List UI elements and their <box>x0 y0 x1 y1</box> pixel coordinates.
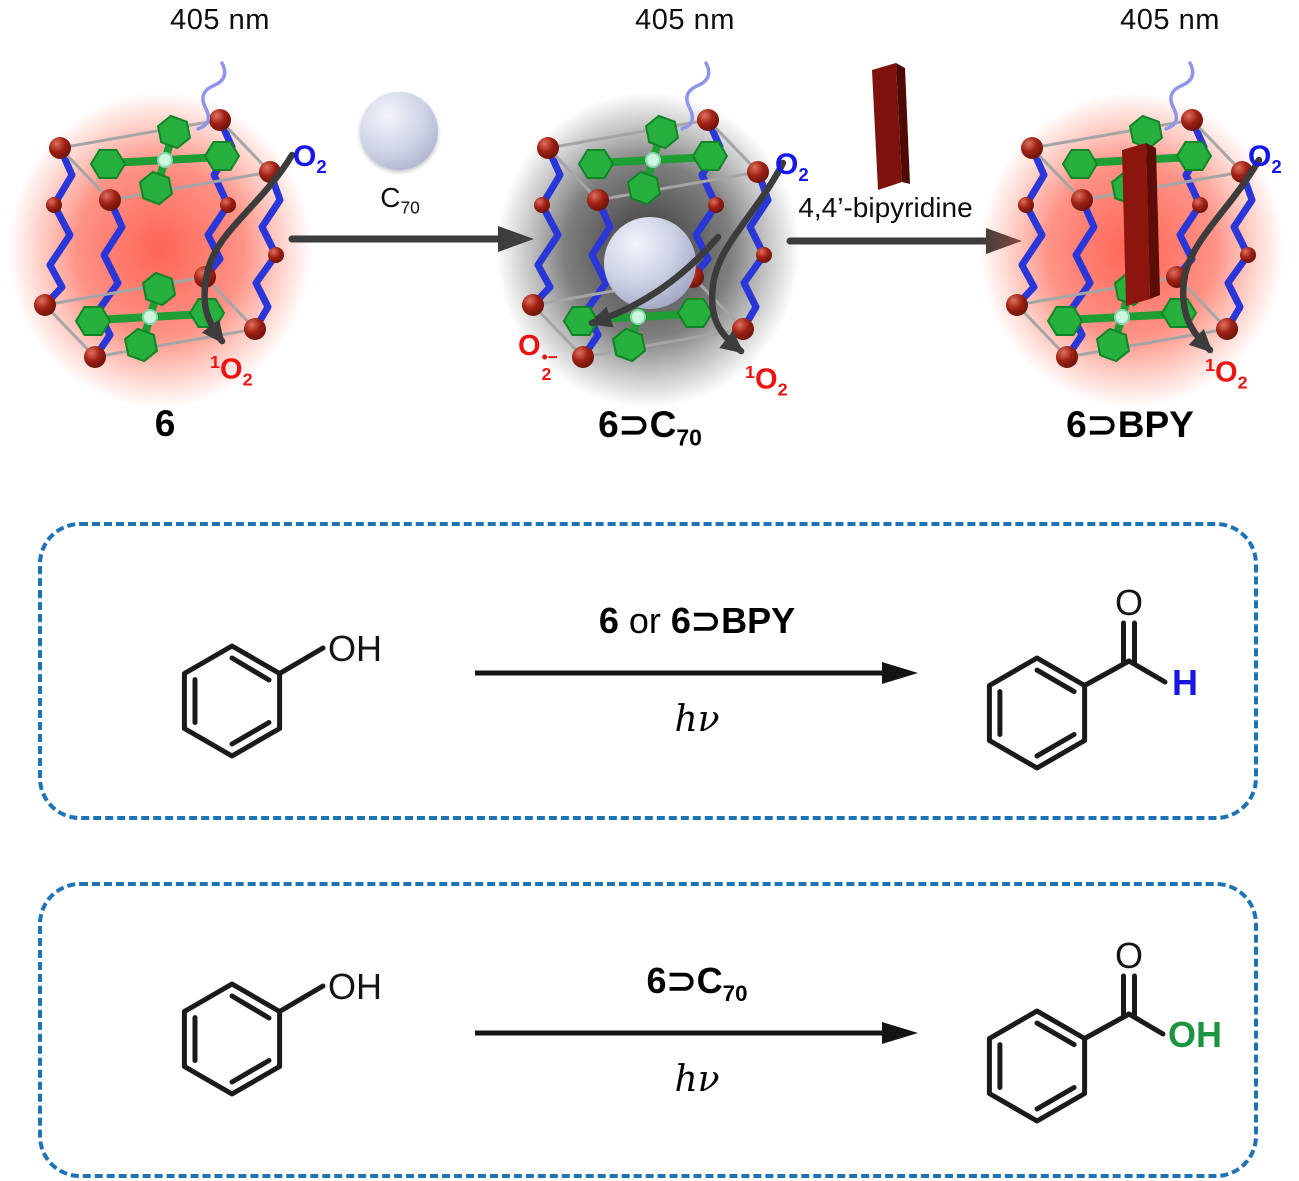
reaction-conditions: 6 or 6⊃BPY hν <box>472 600 922 740</box>
wavelength-label-3: 405 nm <box>1120 4 1220 36</box>
wavelength-label-1: 405 nm <box>170 4 270 36</box>
benzene-ring <box>181 643 326 759</box>
reaction-box-benzoic-acid: OH 6⊃C70 hν O OH <box>38 882 1258 1178</box>
oxygen-label-1: O2 <box>293 140 327 177</box>
benzyl-alcohol-structure: OH <box>181 966 382 1097</box>
acid-oh-label: OH <box>1168 1014 1222 1055</box>
cage-label-6-bpy: 6⊃BPY <box>1066 404 1194 445</box>
benzyl-alcohol-structure: OH <box>181 628 382 759</box>
oxygen-label-3: O2 <box>1248 140 1282 177</box>
superoxide-label: O•−2 <box>518 330 558 385</box>
benzaldehyde-structure: O H <box>986 582 1198 771</box>
hydroxyl-label: OH <box>328 966 382 1007</box>
catalyst-label: 6 or 6⊃BPY <box>598 600 796 641</box>
hydroxyl-label: OH <box>328 628 382 669</box>
cage-label-6: 6 <box>154 403 176 444</box>
aldehyde-h-label: H <box>1172 662 1198 703</box>
encapsulated-bipyridine-rod <box>1122 143 1160 306</box>
reaction-conditions: 6⊃C70 hν <box>472 960 922 1100</box>
carbonyl-o-label: O <box>1115 935 1143 976</box>
singlet-oxygen-label-3: 1O2 <box>1205 355 1248 393</box>
benzene-ring <box>986 620 1168 771</box>
carbonyl-o-label: O <box>1115 582 1143 623</box>
catalyst-label: 6⊃C70 <box>646 960 748 1007</box>
singlet-oxygen-arrow <box>201 151 296 345</box>
wavelength-label-2: 405 nm <box>635 4 735 36</box>
light-label: hν <box>674 699 720 740</box>
benzene-ring <box>986 973 1166 1124</box>
encapsulated-c70 <box>604 217 696 309</box>
reaction-box-benzaldehyde: OH 6 or 6⊃BPY hν O H <box>38 522 1258 820</box>
c70-reagent-label: C70 <box>380 182 420 218</box>
cage-6-bpy-structure <box>980 61 1284 408</box>
cage-6-structure <box>8 61 312 408</box>
cage-6-c70-structure <box>496 61 800 408</box>
reaction-arrow <box>475 1022 918 1044</box>
bipyridine-rod <box>872 63 910 190</box>
superoxide-arrow <box>588 233 722 328</box>
singlet-oxygen-label-1: 1O2 <box>210 352 253 390</box>
bipyridine-reagent-label: 4,4’-bipyridine <box>798 192 973 223</box>
cage-label-6-c70: 6⊃C70 <box>598 404 702 451</box>
benzene-ring <box>181 981 326 1097</box>
c70-sphere <box>360 92 438 170</box>
light-label: hν <box>674 1059 720 1100</box>
singlet-oxygen-arrow <box>1179 156 1263 354</box>
photon-wavy-arrow <box>1164 61 1195 131</box>
photon-wavy-arrow <box>680 61 711 131</box>
oxygen-label-2: O2 <box>775 148 809 185</box>
photon-wavy-arrow <box>196 61 227 131</box>
singlet-oxygen-label-2: 1O2 <box>745 362 788 400</box>
singlet-oxygen-arrow <box>708 159 787 355</box>
reaction-arrow <box>475 662 918 684</box>
benzoic-acid-structure: O OH <box>986 935 1222 1124</box>
